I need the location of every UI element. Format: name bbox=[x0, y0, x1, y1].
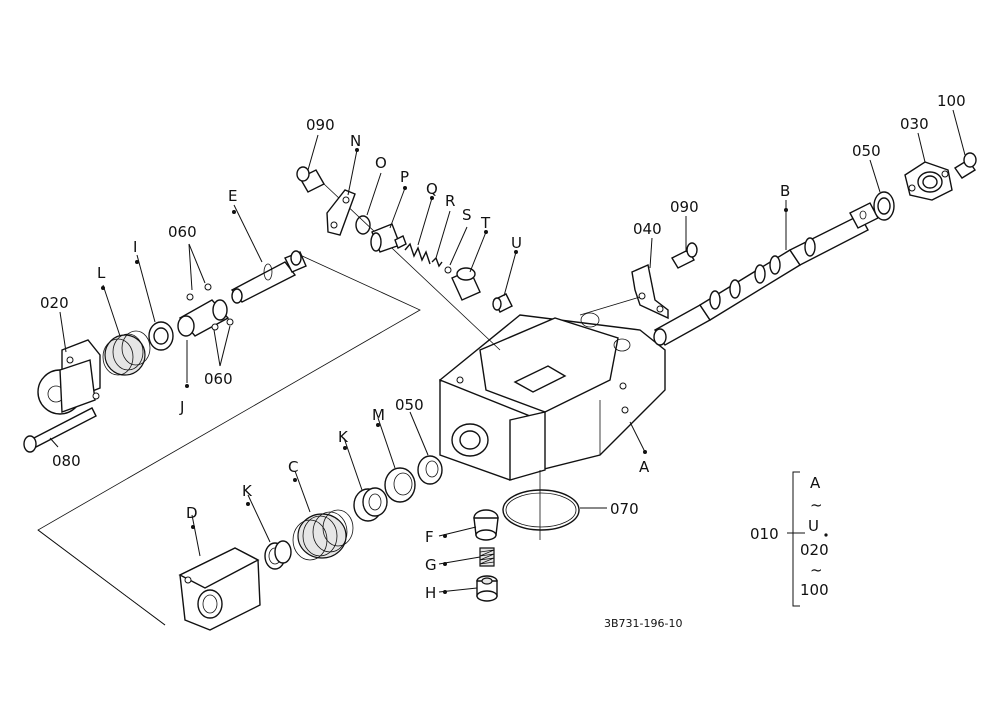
label-050-lower: 050 bbox=[395, 396, 424, 414]
spring-Q bbox=[404, 242, 431, 265]
label-060-top: 060 bbox=[168, 223, 197, 241]
leader-dots bbox=[101, 148, 788, 594]
solenoid-020 bbox=[37, 339, 101, 415]
label-R: R bbox=[445, 192, 455, 210]
seal-050-right bbox=[873, 191, 895, 221]
label-T: T bbox=[480, 214, 491, 232]
label-U: U bbox=[511, 234, 522, 252]
bolt-090-top bbox=[296, 166, 501, 351]
assembly-range-start: A bbox=[810, 474, 821, 492]
shaft-E bbox=[230, 250, 307, 304]
washer-K-upper bbox=[353, 487, 388, 522]
seal-050-lower bbox=[417, 455, 443, 485]
plug-P bbox=[370, 223, 407, 253]
label-020: 020 bbox=[40, 294, 69, 312]
label-B: B bbox=[780, 182, 790, 200]
label-J: J bbox=[179, 398, 184, 416]
label-S: S bbox=[462, 206, 472, 224]
label-M: M bbox=[372, 406, 385, 424]
label-I: I bbox=[133, 238, 137, 256]
label-060-bottom: 060 bbox=[204, 370, 233, 388]
label-D: D bbox=[186, 504, 198, 522]
bolt-080 bbox=[23, 407, 97, 453]
label-100: 100 bbox=[937, 92, 966, 110]
assembly-code: 010 bbox=[750, 525, 779, 543]
assembly-note: 010 A ~ U 020 ~ 100 bbox=[750, 471, 829, 607]
o-ring-O bbox=[355, 215, 371, 235]
washer-I bbox=[148, 321, 174, 351]
label-H: H bbox=[425, 584, 436, 602]
cover-plate-030 bbox=[904, 161, 953, 201]
ball-S bbox=[444, 266, 452, 274]
label-040: 040 bbox=[633, 220, 662, 238]
label-080: 080 bbox=[52, 452, 81, 470]
o-ring-070 bbox=[502, 489, 580, 531]
washer-M bbox=[384, 467, 416, 503]
label-N: N bbox=[350, 132, 361, 150]
spring-C bbox=[292, 509, 354, 561]
spring-G bbox=[479, 547, 495, 567]
bracket-040 bbox=[579, 264, 669, 320]
spring-R bbox=[431, 256, 443, 268]
end-cover-D bbox=[178, 547, 261, 631]
label-C: C bbox=[288, 458, 298, 476]
label-F: F bbox=[425, 528, 434, 546]
spool-B bbox=[653, 202, 879, 346]
label-030: 030 bbox=[900, 115, 929, 133]
label-090-top: 090 bbox=[306, 116, 335, 134]
assembly-tilde-1: ~ bbox=[810, 496, 823, 514]
assembly-tilde-2: ~ bbox=[810, 561, 823, 579]
label-P: P bbox=[400, 168, 409, 186]
label-O: O bbox=[375, 154, 387, 172]
poppet-F bbox=[473, 509, 499, 541]
sleeve-J bbox=[177, 283, 234, 337]
spring-L bbox=[102, 330, 151, 376]
label-090-right: 090 bbox=[670, 198, 699, 216]
label-050-right: 050 bbox=[852, 142, 881, 160]
valve-body-A bbox=[439, 312, 666, 540]
sleeve-T bbox=[451, 267, 481, 301]
assembly-range2-start: 020 bbox=[800, 541, 829, 559]
assembly-range2-end: 100 bbox=[800, 581, 829, 599]
bolt-100 bbox=[954, 152, 977, 179]
washer-K-lower bbox=[264, 540, 292, 570]
label-A: A bbox=[639, 458, 650, 476]
leader-lines bbox=[49, 109, 966, 593]
label-G: G bbox=[425, 556, 437, 574]
label-K-upper: K bbox=[338, 428, 349, 446]
bolt-090-right bbox=[671, 242, 698, 269]
label-K-lower: K bbox=[242, 482, 253, 500]
drawing-number: 3B731-196-10 bbox=[604, 617, 682, 630]
label-Q: Q bbox=[426, 180, 438, 198]
plug-H bbox=[476, 575, 498, 602]
bracket-N bbox=[326, 189, 356, 236]
label-E: E bbox=[228, 187, 237, 205]
assembly-range-end: U bbox=[808, 517, 819, 535]
callout-labels: 090 N O P Q R S T U 040 090 B 050 030 10… bbox=[40, 92, 966, 602]
plug-U bbox=[492, 293, 513, 313]
assembly-outline bbox=[37, 254, 421, 626]
label-070: 070 bbox=[610, 500, 639, 518]
label-L: L bbox=[97, 264, 106, 282]
